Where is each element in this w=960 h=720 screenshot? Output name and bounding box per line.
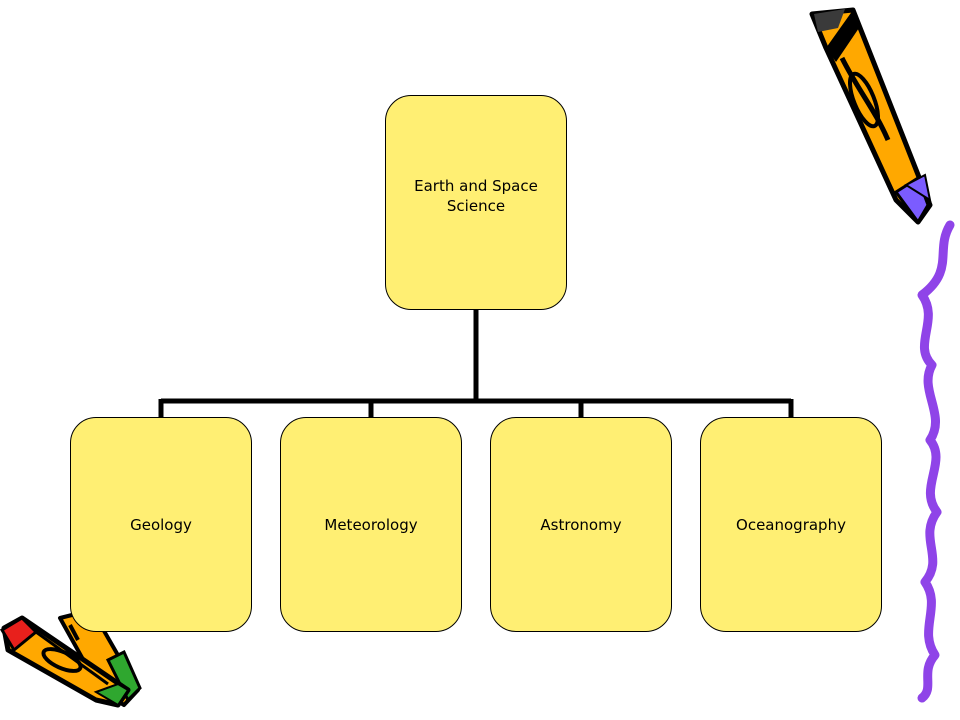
child-node-astronomy: Astronomy (490, 417, 672, 632)
child-node-oceanography: Oceanography (700, 417, 882, 632)
child-node-geology: Geology (70, 417, 252, 632)
pencil-icon (809, 7, 933, 225)
root-node: Earth and Space Science (385, 95, 567, 310)
squiggle-line (917, 220, 955, 703)
child-node-meteorology: Meteorology (280, 417, 462, 632)
